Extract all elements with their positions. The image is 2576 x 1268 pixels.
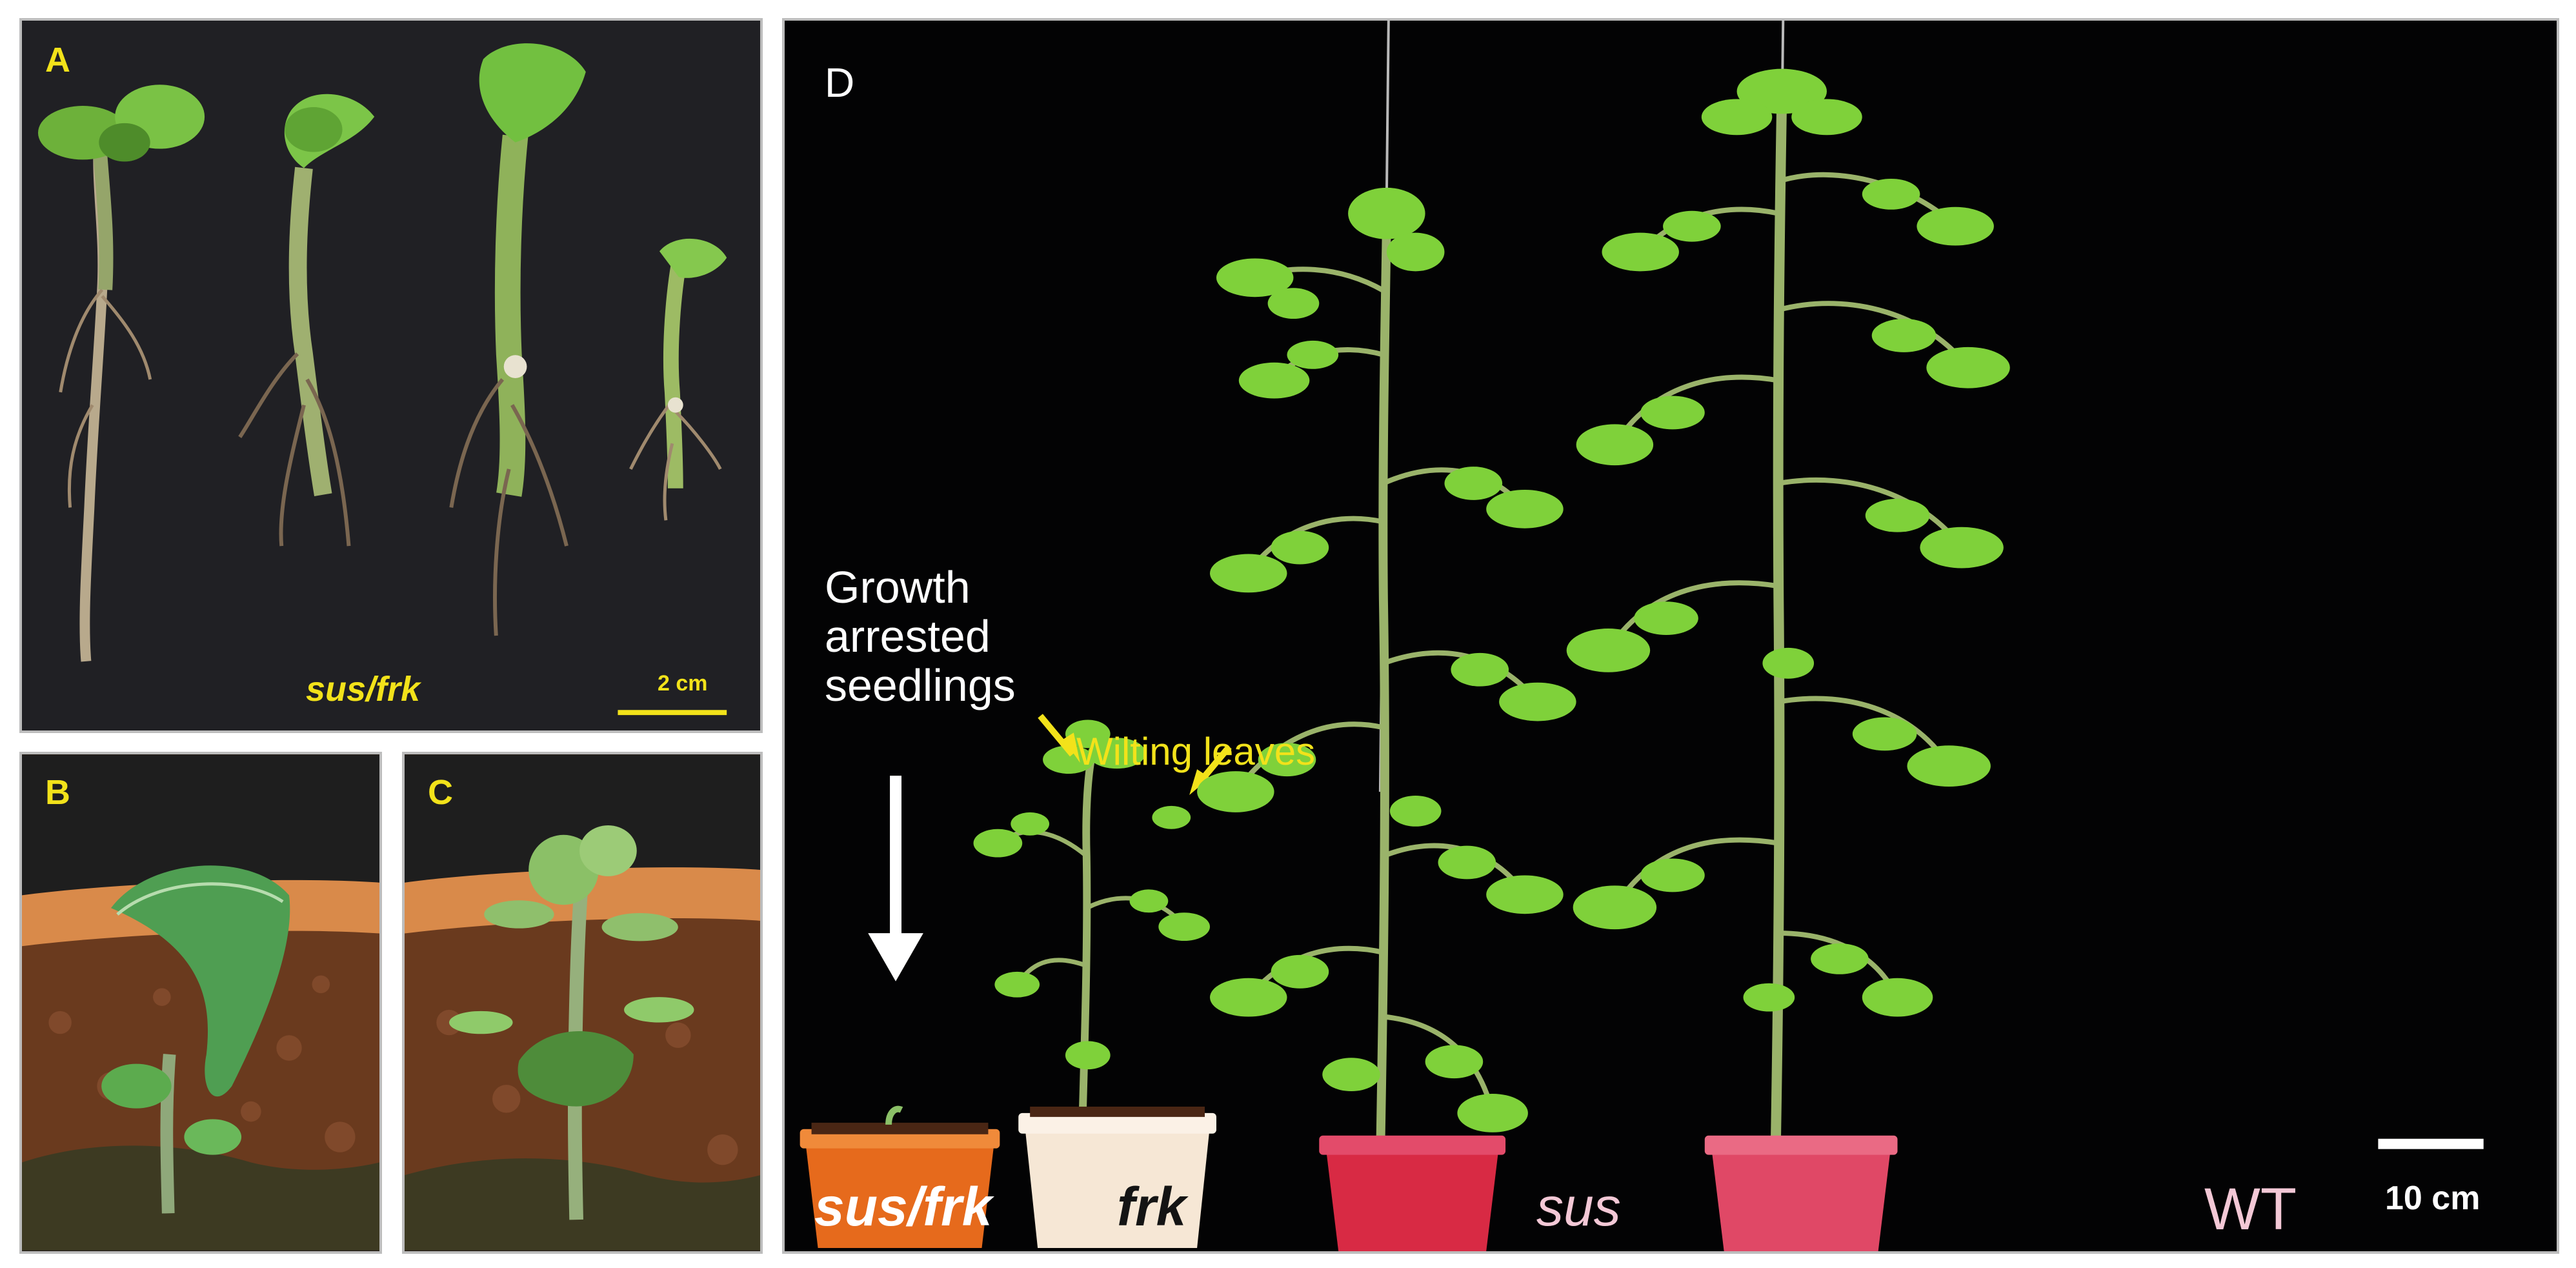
- panel-b: B: [19, 752, 382, 1254]
- seedling-3: [449, 43, 586, 636]
- panel-c-letter: C: [428, 773, 453, 812]
- seedling-1: [37, 85, 205, 662]
- panel-d-scale-label: 10 cm: [2385, 1180, 2480, 1217]
- frk-plant: [973, 714, 1232, 1249]
- wilting-leaves-label: Wilting leaves: [1076, 730, 1316, 773]
- panel-a-letter: A: [45, 41, 70, 79]
- panel-d-letter: D: [825, 59, 855, 106]
- panel-d-scale-bar: [2378, 1138, 2484, 1149]
- pot-label-sus-frk: sus/frk: [814, 1176, 992, 1237]
- panel-d-photo: [785, 21, 2556, 1251]
- panel-c-photo: [405, 755, 760, 1251]
- arrested-arrow: [868, 776, 923, 981]
- panel-a: A sus/frk 2 cm: [19, 18, 763, 733]
- panel-a-genotype-label: sus/frk: [306, 670, 421, 709]
- wt-plant: [1566, 68, 2010, 1251]
- pot-label-frk: frk: [1117, 1176, 1187, 1237]
- panel-d: D Growth arrested seedlings Wilting leav…: [782, 18, 2559, 1254]
- panel-b-photo: [22, 755, 379, 1251]
- panel-a-scale-label: 2 cm: [658, 671, 708, 696]
- pot-label-sus: sus: [1536, 1176, 1621, 1237]
- panel-b-letter: B: [45, 773, 70, 812]
- sus-plant: [1197, 187, 1576, 1251]
- arrested-seedlings-label: Growth arrested seedlings: [825, 562, 1016, 710]
- panel-c: C: [402, 752, 763, 1254]
- pot-label-wt: WT: [2204, 1176, 2297, 1242]
- panel-b-seedling: [101, 865, 290, 1214]
- panel-a-photo: [22, 21, 760, 730]
- panel-c-seedling: [448, 825, 694, 1220]
- pot-sus-frk: [800, 1105, 1000, 1249]
- seedling-4: [629, 238, 727, 521]
- seedling-2: [238, 94, 375, 547]
